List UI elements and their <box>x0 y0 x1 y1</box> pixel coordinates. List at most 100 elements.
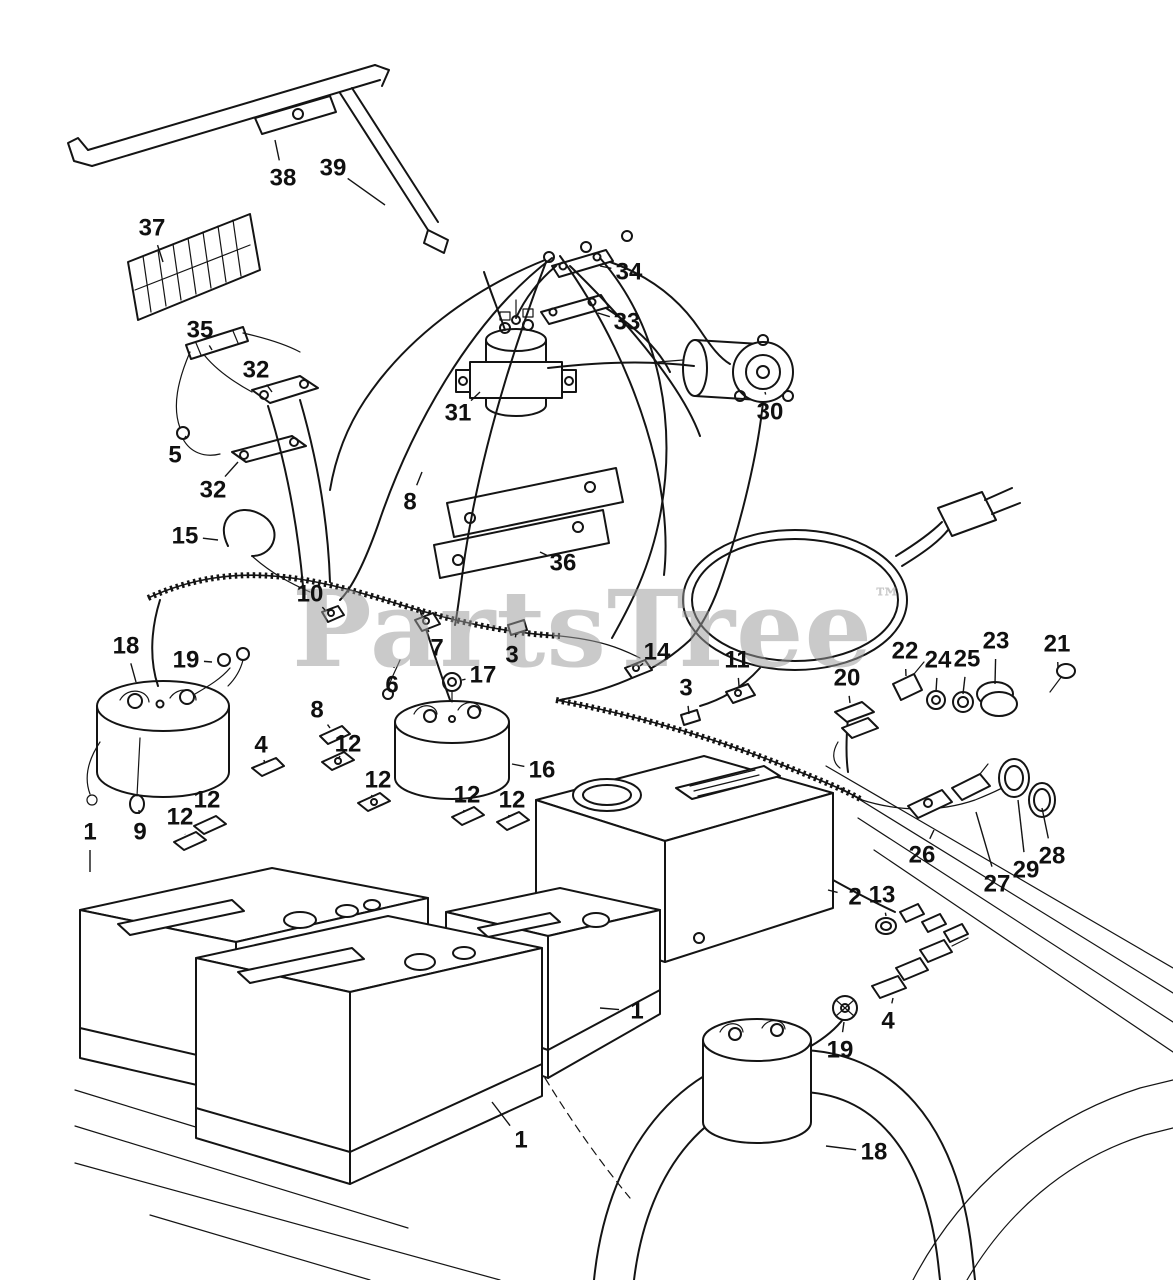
callout-leader <box>461 678 466 681</box>
motor-center <box>394 672 510 800</box>
callout-leader <box>507 814 510 818</box>
ignition-coil-31 <box>455 299 577 417</box>
callout-leader <box>491 1101 511 1127</box>
callout-leader <box>825 1145 857 1151</box>
callout-label: 36 <box>550 550 577 577</box>
small-parts-row <box>321 605 756 704</box>
fuse-35 <box>175 326 301 456</box>
power-cord-and-plug <box>559 487 1021 701</box>
callout-leader <box>274 139 280 161</box>
callout-label: 19 <box>173 647 200 674</box>
callout-leader <box>827 889 838 894</box>
callout-leader <box>539 551 548 556</box>
callout-leader <box>514 633 517 638</box>
callout-label: 23 <box>983 628 1010 655</box>
wiring-harness <box>146 572 1016 810</box>
callout-label: 11 <box>724 647 749 674</box>
cable-clamps-32 <box>204 355 319 463</box>
callout-label: 6 <box>385 672 398 699</box>
callout-leader <box>263 759 266 763</box>
callout-label: 18 <box>113 633 140 660</box>
callout-label: 17 <box>470 662 497 689</box>
callout-leader <box>848 695 851 704</box>
callout-leader <box>639 662 644 667</box>
callout-label: 9 <box>133 819 146 846</box>
callout-label: 22 <box>892 638 919 665</box>
hold-down-bracket <box>67 64 449 254</box>
callout-label: 31 <box>445 400 472 427</box>
callout-leader <box>975 811 993 867</box>
callout-leader <box>841 1021 845 1033</box>
callout-leader <box>337 755 341 760</box>
callout-label: 18 <box>861 1139 888 1166</box>
callout-label: 3 <box>679 675 692 702</box>
callout-label: 16 <box>529 757 556 784</box>
callout-label: 8 <box>403 489 416 516</box>
terminal-boots-12 <box>173 725 530 851</box>
charger-box <box>414 755 834 963</box>
mounting-plate-36 <box>433 467 624 579</box>
callout-label: 10 <box>297 581 324 608</box>
callout-leader <box>203 660 213 663</box>
callout-leader <box>347 177 386 206</box>
starter-generator-30 <box>657 334 794 403</box>
callout-leader <box>891 997 894 1004</box>
callout-label: 4 <box>254 732 268 759</box>
battery-middle <box>195 915 543 1185</box>
callout-leader <box>208 345 213 351</box>
callout-label: 15 <box>172 523 199 550</box>
resistor-plate-37 <box>127 213 261 321</box>
callout-leader <box>935 677 938 693</box>
callout-label: 26 <box>909 842 936 869</box>
callout-leader <box>416 471 423 486</box>
callout-label: 32 <box>200 477 227 504</box>
callout-label: 37 <box>139 215 166 242</box>
callout-leader <box>470 391 481 402</box>
callout-label: 12 <box>167 804 194 831</box>
callout-leader <box>427 629 430 633</box>
callout-leader <box>599 265 612 270</box>
motor-bottom-right <box>702 937 969 1144</box>
callout-leader <box>462 809 465 813</box>
callout-leader <box>156 244 164 263</box>
callout-label: 1 <box>83 819 96 846</box>
callout-label: 21 <box>1044 631 1071 658</box>
callout-leader <box>511 763 525 768</box>
callout-leader <box>1041 807 1050 839</box>
callout-label: 20 <box>834 665 861 692</box>
brush-assembly-left <box>194 647 250 695</box>
callout-label: 35 <box>187 317 214 344</box>
callout-leader <box>224 461 239 478</box>
callout-leader <box>183 435 187 440</box>
motor-left <box>86 647 250 814</box>
callout-label: 12 <box>194 787 221 814</box>
callout-leader <box>597 312 611 318</box>
callout-leader <box>687 705 690 715</box>
wire-loop-15 <box>222 509 311 593</box>
callout-label: 5 <box>168 442 181 469</box>
callout-label: 25 <box>954 646 981 673</box>
connector-chain-4 <box>871 937 969 999</box>
callout-label: 34 <box>616 259 643 286</box>
callout-label: 28 <box>1039 843 1066 870</box>
callout-label: 1 <box>514 1127 527 1154</box>
callout-label: 38 <box>270 165 297 192</box>
callout-label: 2 <box>848 884 861 911</box>
callout-leader <box>202 537 219 541</box>
callout-label: 29 <box>1013 857 1040 884</box>
callout-label: 30 <box>757 399 784 426</box>
callout-label: 3 <box>505 642 518 669</box>
callout-label: 32 <box>243 357 270 384</box>
callout-label: 33 <box>614 309 641 336</box>
callout-leader <box>962 676 966 695</box>
callout-label: 1 <box>630 998 643 1025</box>
floor-lines <box>74 1089 501 1280</box>
callout-leader <box>884 912 887 917</box>
callout-label: 24 <box>925 647 952 674</box>
callout-leader <box>370 794 373 797</box>
callout-leader <box>1017 799 1025 853</box>
battery-group <box>79 867 661 1199</box>
